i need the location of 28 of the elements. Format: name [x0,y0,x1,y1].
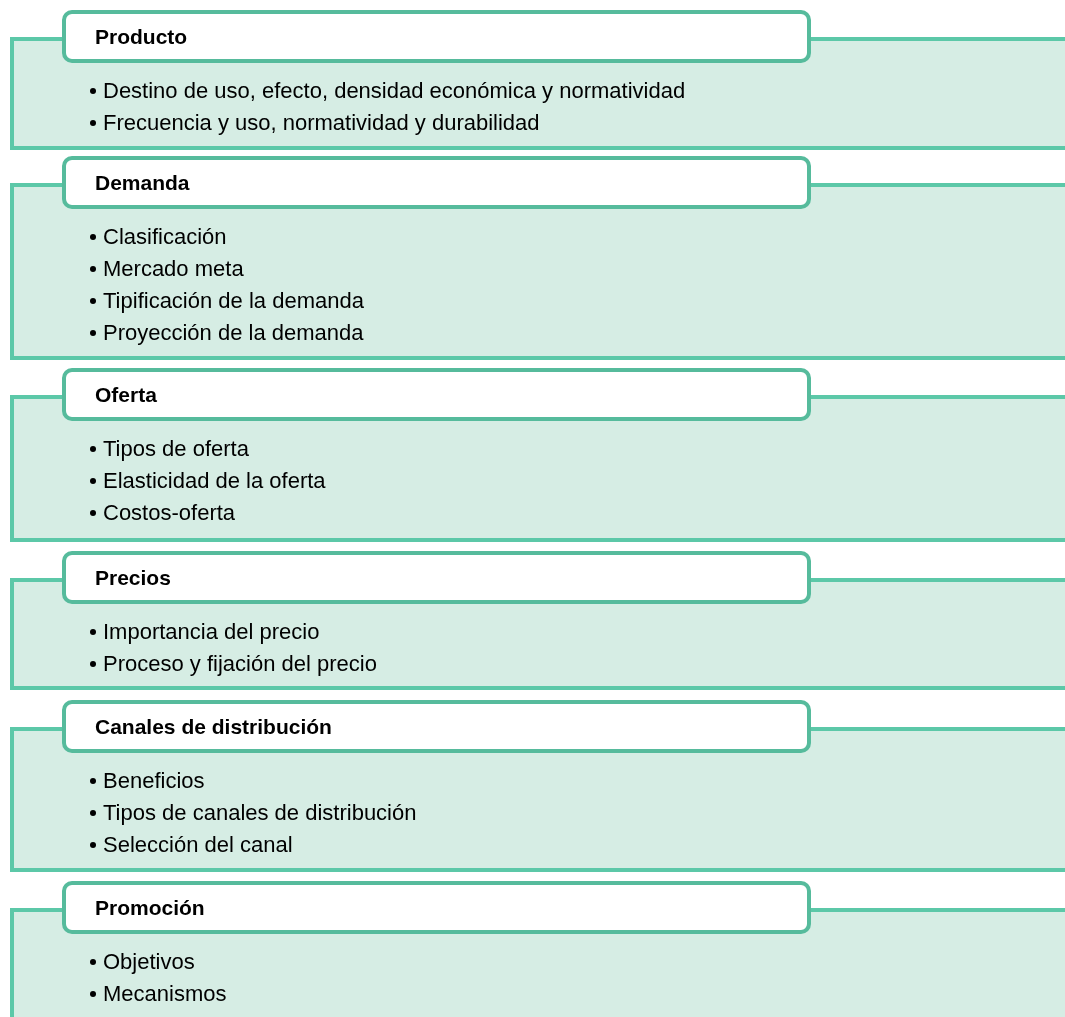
list-item: Proyección de la demanda [103,320,364,346]
section-panel [10,700,1065,872]
heading: Promoción [95,895,205,920]
list-item: Tipos de oferta [103,436,249,462]
list-item: Beneficios [103,768,205,794]
section-panel [10,156,1065,360]
heading: Oferta [95,382,157,407]
heading: Canales de distribución [95,714,332,739]
list-item: Mercado meta [103,256,244,282]
list-item: Proceso y fijación del precio [103,651,377,677]
list-item: Tipificación de la demanda [103,288,364,314]
section-panel [10,10,1065,150]
list-item: Mecanismos [103,981,227,1007]
section-panel [10,881,1065,1017]
list-item: Tipos de canales de distribución [103,800,417,826]
list-item: Elasticidad de la oferta [103,468,326,494]
list-item: Objetivos [103,949,195,975]
heading: Demanda [95,170,190,195]
list-item: Costos-oferta [103,500,236,526]
list-item: Selección del canal [103,832,293,858]
heading: Precios [95,565,171,590]
section-panel [10,368,1065,542]
list-item: Importancia del precio [103,619,320,645]
heading: Producto [95,24,188,49]
list-item: Destino de uso, efecto, densidad económica y normatividad [103,78,686,104]
section-panel [10,551,1065,690]
list-item: Clasificación [103,224,227,250]
list-item: Frecuencia y uso, normatividad y durabilidad [103,110,540,136]
